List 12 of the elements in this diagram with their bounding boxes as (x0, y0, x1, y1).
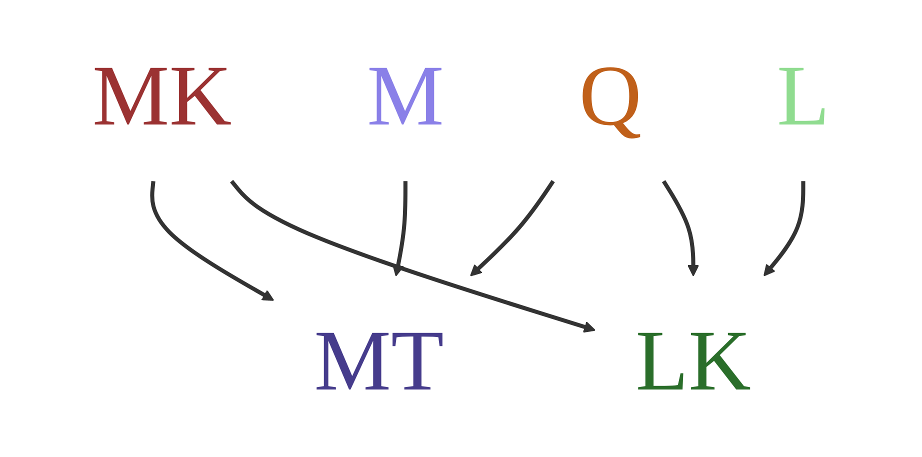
arrow (392, 181, 408, 276)
node-text: MT (314, 312, 444, 408)
arrow (662, 180, 700, 276)
node-text: L (776, 47, 830, 144)
node-text: Q (579, 47, 642, 144)
node-text: LK (636, 312, 751, 408)
arrow (470, 180, 555, 276)
arrow (763, 181, 806, 276)
arrow (150, 180, 274, 301)
arrow (230, 180, 596, 333)
node-text: M (366, 47, 444, 144)
node-text: MK (92, 47, 232, 144)
